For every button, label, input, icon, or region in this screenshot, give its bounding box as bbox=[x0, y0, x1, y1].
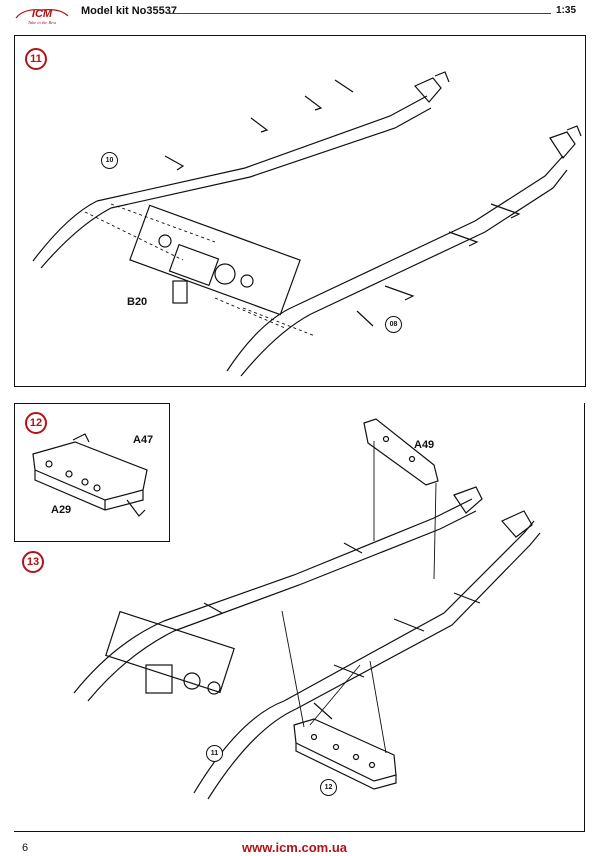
step-12-crossmember-drawing bbox=[32, 433, 148, 517]
step-11-badge: 11 bbox=[25, 48, 47, 70]
logo-brand: ICM bbox=[32, 8, 53, 20]
step-11-ref-08: 08 bbox=[385, 316, 402, 333]
header-divider bbox=[166, 13, 551, 14]
step-11-ref-10: 10 bbox=[101, 152, 118, 169]
step-12-badge: 12 bbox=[25, 412, 47, 434]
page-header: ICM Take in the Best Model kit No35537 1… bbox=[0, 0, 600, 30]
step-13-chassis-drawing bbox=[73, 418, 541, 800]
website-link[interactable]: www.icm.com.ua bbox=[242, 840, 347, 855]
step-13-part-a49: A49 bbox=[414, 439, 435, 451]
step-13-badge: 13 bbox=[22, 551, 44, 573]
logo-tagline: Take in the Best bbox=[28, 20, 57, 25]
step-12-panel: 12 A47 A29 bbox=[14, 403, 170, 542]
step-12-part-a47: A47 bbox=[133, 434, 154, 446]
step-11-part-b20: B20 bbox=[127, 296, 148, 308]
step-12-part-a29: A29 bbox=[51, 504, 72, 516]
step-11-chassis-drawing bbox=[32, 71, 582, 377]
step-13-ref-12: 12 bbox=[320, 779, 337, 796]
step-13-ref-11: 11 bbox=[206, 745, 223, 762]
step-11-panel: 11 bbox=[14, 35, 586, 387]
kit-title: Model kit No35537 bbox=[81, 5, 177, 17]
page-number: 6 bbox=[22, 842, 29, 854]
scale-label: 1:35 bbox=[556, 5, 577, 16]
step-13-panel: 13 bbox=[14, 403, 585, 832]
icm-logo: ICM Take in the Best bbox=[15, 8, 69, 25]
